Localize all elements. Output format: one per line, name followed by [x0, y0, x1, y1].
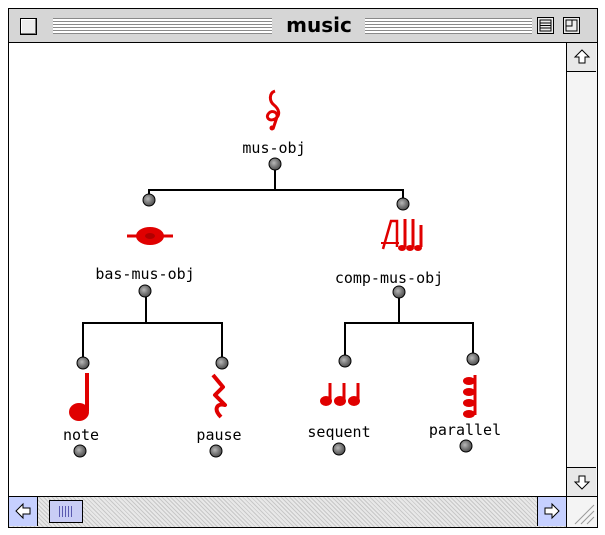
tree-line	[82, 322, 223, 324]
connector-dot[interactable]	[76, 356, 90, 370]
chord-icon[interactable]	[457, 373, 483, 419]
scroll-down-arrow-icon[interactable]	[567, 467, 596, 496]
node-label-bas-mus-obj: bas-mus-obj	[95, 265, 195, 283]
connector-dot[interactable]	[268, 157, 282, 171]
vertical-scrollbar[interactable]	[566, 43, 597, 496]
connector-dot[interactable]	[142, 193, 156, 207]
connector-dot[interactable]	[209, 444, 223, 458]
title-stripes-right	[365, 18, 532, 34]
tree-line	[145, 297, 147, 323]
tree-line	[221, 322, 223, 357]
connector-dot[interactable]	[138, 284, 152, 298]
connector-dot[interactable]	[332, 442, 346, 456]
horizontal-scrollbar[interactable]	[9, 496, 566, 527]
close-box-icon[interactable]	[20, 18, 37, 35]
scroll-right-arrow-icon[interactable]	[537, 497, 566, 526]
music-window: music mus-obj	[8, 8, 598, 528]
treble-clef-icon[interactable]	[259, 89, 289, 131]
scroll-thumb[interactable]	[49, 500, 83, 523]
connector-dot[interactable]	[459, 439, 473, 453]
window-title: music	[286, 13, 352, 37]
resize-grip-icon[interactable]	[566, 496, 597, 527]
quarter-note-icon[interactable]	[67, 371, 97, 423]
tree-line	[344, 322, 346, 355]
node-label-parallel: parallel	[428, 421, 502, 439]
connector-dot[interactable]	[73, 444, 87, 458]
connector-dot[interactable]	[215, 356, 229, 370]
eighth-notes-icon[interactable]	[319, 381, 365, 407]
scroll-left-arrow-icon[interactable]	[9, 497, 38, 526]
connector-dot[interactable]	[466, 352, 480, 366]
tree-line	[148, 189, 404, 191]
node-label-mus-obj: mus-obj	[242, 139, 306, 157]
title-bar[interactable]: music	[9, 9, 597, 43]
tree-line	[402, 189, 404, 199]
quarter-rest-icon[interactable]	[207, 373, 231, 419]
connector-dot[interactable]	[338, 354, 352, 368]
title-stripes-left	[53, 18, 272, 34]
node-label-pause: pause	[196, 426, 242, 444]
node-label-comp-mus-obj: comp-mus-obj	[334, 269, 444, 287]
tree-line	[274, 170, 276, 190]
scroll-up-arrow-icon[interactable]	[567, 43, 596, 72]
tree-line	[344, 322, 474, 324]
collapse-box-icon[interactable]	[537, 17, 554, 34]
tree-line	[82, 322, 84, 357]
whole-note-icon[interactable]	[127, 225, 173, 247]
connector-dot[interactable]	[392, 285, 406, 299]
tree-line	[398, 297, 400, 323]
connector-dot[interactable]	[396, 197, 410, 211]
node-label-note: note	[62, 426, 100, 444]
tree-line	[472, 322, 474, 354]
zoom-box-icon[interactable]	[563, 17, 580, 34]
score-icon[interactable]	[377, 215, 427, 255]
class-hierarchy-canvas[interactable]: mus-obj bas-mus-obj	[17, 43, 566, 496]
node-label-sequent: sequent	[307, 423, 371, 441]
